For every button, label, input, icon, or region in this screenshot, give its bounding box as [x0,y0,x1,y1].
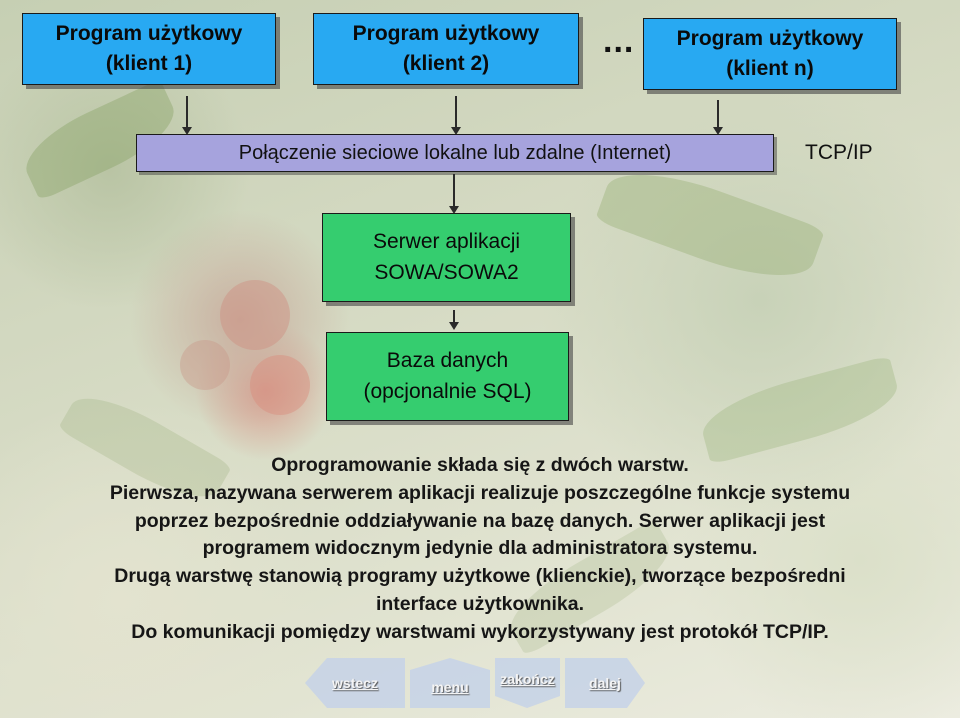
arrow-client-1-line [186,96,188,128]
arrow-connection-head [449,206,459,214]
client-n-box: Program użytkowy (klient n) [643,18,897,90]
client-1-box: Program użytkowy (klient 1) [22,13,276,85]
back-button-label: wstecz [332,675,378,691]
description-line-4: programem widocznym jedynie dla administ… [202,537,758,560]
database-box: Baza danych (opcjonalnie SQL) [326,332,569,421]
description-line-7: Do komunikacji pomiędzy warstwami wykorz… [131,620,829,643]
database-subtitle: (opcjonalnie SQL) [363,379,532,403]
menu-button-label: menu [431,679,469,695]
menu-up-arrow-icon [410,658,490,708]
finish-down-arrow-icon [495,658,560,708]
client-1-title: Program użytkowy [55,21,243,45]
client-2-box: Program użytkowy (klient 2) [313,13,579,85]
application-server-title: Serwer aplikacji [372,230,521,254]
next-arrow-icon [565,658,645,708]
arrow-connection-line [453,174,455,208]
arrow-server-head [449,322,459,330]
client-n-subtitle: (klient n) [726,57,814,80]
network-connection-label: Połączenie sieciowe lokalne lub zdalne (… [238,141,672,164]
application-server-name: SOWA/SOWA2 [374,260,519,284]
description-line-3: poprzez bezpośrednie oddziaływanie na ba… [134,509,826,532]
arrow-client-n-head [713,127,723,135]
protocol-label: TCP/IP [805,141,873,164]
menu-button[interactable]: menu [410,658,490,708]
finish-button-label: zakończ [500,671,555,687]
arrow-client-1-head [182,127,192,135]
client-2-title: Program użytkowy [352,21,540,45]
arrow-server-line [453,310,455,324]
client-2-subtitle: (klient 2) [402,52,490,75]
clients-ellipsis: ... [603,22,635,60]
description-line-5: Drugą warstwę stanowią programy użytkowe… [114,565,846,588]
database-title: Baza danych [386,349,509,373]
description-line-6: interface użytkownika. [375,592,585,615]
arrow-client-n-line [717,100,719,128]
finish-button[interactable]: zakończ [495,658,560,708]
client-1-subtitle: (klient 1) [105,52,193,75]
application-server-box: Serwer aplikacji SOWA/SOWA2 [322,213,571,302]
next-button-label: dalej [589,675,621,691]
back-arrow-icon [305,658,405,708]
arrow-client-2-head [451,127,461,135]
network-connection-box: Połączenie sieciowe lokalne lub zdalne (… [136,134,774,172]
next-button[interactable]: dalej [565,658,645,708]
description-line-2: Pierwsza, nazywana serwerem aplikacji re… [109,481,851,504]
client-n-title: Program użytkowy [676,26,864,50]
description-line-1: Oprogramowanie składa się z dwóch warstw… [271,454,689,476]
arrow-client-2-line [455,96,457,128]
back-button[interactable]: wstecz [305,658,405,708]
description-text: Oprogramowanie składa się z dwóch warstw… [0,452,960,647]
